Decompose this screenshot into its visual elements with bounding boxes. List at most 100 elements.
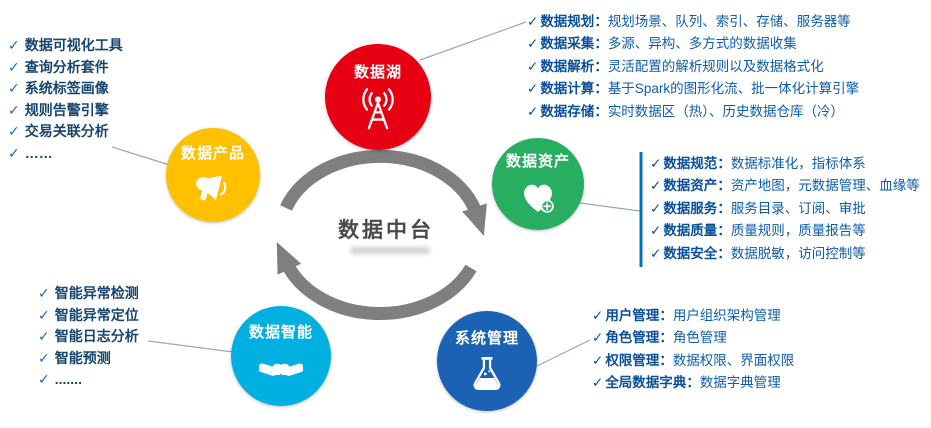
item-label: 智能预测 <box>54 349 111 366</box>
item-desc: 资产地图，元数据管理、血缘等 <box>730 178 920 194</box>
connector-system-line <box>536 339 591 367</box>
cycle-arrow-top <box>280 149 487 236</box>
check-icon: ✓ <box>650 245 662 261</box>
item-label: 数据计算 <box>540 81 595 97</box>
list-item: ✓数据计算：基于Spark的图形化流、批一体化计算引擎 <box>527 78 859 100</box>
check-icon: ✓ <box>650 200 662 216</box>
item-desc: 多源、异构、多方式的数据收集 <box>607 36 797 52</box>
check-icon: ✓ <box>650 223 662 239</box>
center-subtitle-smudge <box>350 247 430 254</box>
item-colon: ： <box>659 352 673 368</box>
node-data-intelligence-label: 数据智能 <box>248 324 313 341</box>
check-icon: ✓ <box>8 37 20 53</box>
check-icon: ✓ <box>8 123 20 139</box>
list-item: ✓全局数据字典：数据字典管理 <box>592 372 794 394</box>
megaphone-icon <box>196 175 227 201</box>
data-intelligence-feature-list: ✓智能异常检测 ✓智能异常定位 ✓智能日志分析 ✓智能预测 ✓....... <box>38 283 139 391</box>
check-icon: ✓ <box>8 101 20 118</box>
list-item: ✓…… <box>8 143 123 165</box>
item-label: 权限管理 <box>605 352 660 368</box>
item-desc: 数据脱敏，访问控制等 <box>730 245 866 261</box>
list-item: ✓查询分析套件 <box>8 57 123 79</box>
item-label: 数据服务 <box>663 200 718 216</box>
item-label: 查询分析套件 <box>24 58 109 75</box>
item-label: 数据规范 <box>663 156 718 171</box>
list-item: ✓交易关联分析 <box>8 121 123 143</box>
item-desc: 数据字典管理 <box>699 375 781 391</box>
item-label: 数据可视化工具 <box>24 37 123 53</box>
item-desc: 用户组织架构管理 <box>672 308 781 323</box>
item-colon: ： <box>717 178 731 194</box>
connector-intelligence-line <box>147 340 234 353</box>
list-item: ✓角色管理：角色管理 <box>592 327 794 349</box>
item-colon: ： <box>686 375 700 391</box>
check-icon: ✓ <box>38 371 50 387</box>
data-assets-feature-list: ✓数据规范：数据标准化，指标体系 ✓数据资产：资产地图，元数据管理、血缘等 ✓数… <box>650 153 920 265</box>
item-label: 全局数据字典 <box>605 375 687 391</box>
check-icon: ✓ <box>527 58 539 74</box>
check-icon: ✓ <box>592 375 604 391</box>
node-system-management-label: 系统管理 <box>454 330 519 347</box>
item-colon: ： <box>717 245 731 261</box>
item-label: 数据采集 <box>540 36 595 52</box>
item-colon: ： <box>717 200 731 216</box>
data-lake-feature-list: ✓数据规划：规划场景、队列、索引、存储、服务器等 ✓数据采集：多源、异构、多方式… <box>527 11 859 123</box>
list-item: ✓规则告警引擎 <box>8 100 123 122</box>
item-desc: 实时数据区（热）、历史数据仓库（冷） <box>607 103 845 119</box>
item-colon: ： <box>659 308 673 323</box>
item-desc: 数据权限、界面权限 <box>672 352 795 368</box>
item-desc: 基于Spark的图形化流、批一体化计算引擎 <box>607 81 860 97</box>
list-item: ✓....... <box>38 369 139 391</box>
list-item: ✓智能异常检测 <box>38 283 139 305</box>
item-colon: ： <box>594 103 608 119</box>
item-label: 数据资产 <box>663 178 718 194</box>
connector-assets-line <box>579 202 641 212</box>
node-data-intelligence: 数据智能 <box>231 306 331 406</box>
check-icon: ✓ <box>8 144 20 161</box>
item-colon: ： <box>594 36 608 52</box>
list-item: ✓智能预测 <box>38 348 139 370</box>
list-item: ✓数据服务：服务目录、订阅、审批 <box>650 198 920 220</box>
check-icon: ✓ <box>592 352 604 368</box>
item-label: 数据解析 <box>540 58 595 74</box>
list-item: ✓智能异常定位 <box>38 305 139 327</box>
item-desc: 规划场景、队列、索引、存储、服务器等 <box>607 14 851 29</box>
item-label: 智能异常检测 <box>54 285 139 301</box>
item-label: 数据安全 <box>663 245 718 261</box>
item-desc: 角色管理 <box>672 330 727 346</box>
item-label: 交易关联分析 <box>24 123 109 139</box>
node-data-assets: 数据资产 <box>492 138 584 230</box>
item-label: 用户管理 <box>605 308 660 323</box>
list-item: ✓数据安全：数据脱敏，访问控制等 <box>650 243 920 265</box>
item-colon: ： <box>594 58 608 74</box>
node-data-assets-label: 数据资产 <box>505 153 570 170</box>
connector-lake-line <box>419 21 527 61</box>
list-item: ✓数据资产：资产地图，元数据管理、血缘等 <box>650 175 920 197</box>
item-label: 系统标签画像 <box>24 80 109 96</box>
item-label: 智能日志分析 <box>54 328 139 344</box>
list-item: ✓数据规划：规划场景、队列、索引、存储、服务器等 <box>527 11 859 33</box>
item-label: 数据规划 <box>540 14 595 29</box>
item-colon: ： <box>717 223 731 239</box>
check-icon: ✓ <box>38 328 50 344</box>
node-system-management: 系统管理 <box>437 311 537 411</box>
system-management-feature-list: ✓用户管理：用户组织架构管理 ✓角色管理：角色管理 ✓权限管理：数据权限、界面权… <box>592 305 794 395</box>
list-item: ✓数据解析：灵活配置的解析规则以及数据格式化 <box>527 56 859 78</box>
check-icon: ✓ <box>38 285 50 301</box>
cycle-arrow-bottom <box>276 242 477 321</box>
check-icon: ✓ <box>8 58 20 75</box>
handshake-icon <box>259 363 303 376</box>
check-icon: ✓ <box>38 306 50 323</box>
list-item: ✓权限管理：数据权限、界面权限 <box>592 350 794 372</box>
item-colon: ： <box>594 14 608 29</box>
item-label: …… <box>24 144 53 161</box>
list-item: ✓数据存储：实时数据区（热）、历史数据仓库（冷） <box>527 101 859 123</box>
item-label: 数据存储 <box>540 103 595 119</box>
item-label: 规则告警引擎 <box>24 101 109 118</box>
list-item: ✓系统标签画像 <box>8 78 123 100</box>
check-icon: ✓ <box>650 178 662 194</box>
item-colon: ： <box>717 156 731 171</box>
check-icon: ✓ <box>527 14 539 29</box>
